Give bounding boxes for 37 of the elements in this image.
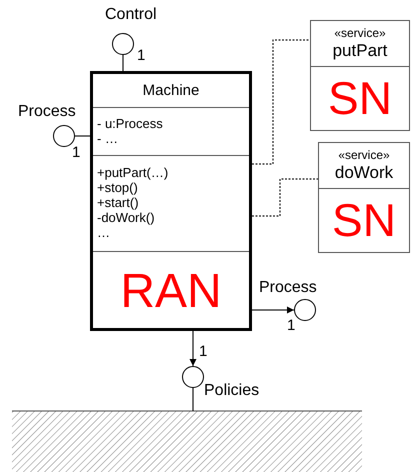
interface-circle: [53, 125, 75, 147]
arrow: [252, 306, 294, 314]
component-label: RAN: [120, 264, 222, 320]
interface-label: Control: [105, 7, 157, 23]
method: +start(): [97, 196, 139, 211]
multiplicity-label: 1: [199, 344, 208, 359]
service-box: [310, 20, 410, 131]
attribute: - u:Process: [97, 116, 163, 132]
service-name: putPart: [332, 40, 388, 60]
dotted-connector: [252, 178, 318, 216]
arrow: [190, 330, 196, 366]
interface-circle: [182, 366, 204, 388]
class-box: [90, 71, 252, 331]
multiplicity-label: 1: [137, 48, 146, 63]
component-label: SN: [328, 72, 392, 125]
class-name: Machine: [142, 82, 200, 100]
interface-label: Process: [259, 280, 317, 296]
stereotype: «service»: [334, 26, 386, 41]
interface-circle: [112, 33, 134, 55]
component-label: SN: [332, 194, 396, 247]
service-name: doWork: [334, 162, 394, 182]
multiplicity-label: 1: [287, 318, 296, 333]
interface-circle: [294, 299, 316, 321]
method: +putPart(…): [97, 166, 168, 182]
connector-line: [122, 54, 124, 72]
method: -doWork(): [97, 210, 155, 226]
method: …: [97, 226, 110, 241]
attribute: - …: [97, 132, 118, 146]
hatched-ground: [12, 410, 362, 472]
method: +stop(): [97, 181, 138, 196]
interface-label: Process: [18, 104, 76, 120]
interface-label: Policies: [204, 383, 260, 399]
dotted-connector: [252, 40, 310, 164]
service-box: [318, 142, 410, 253]
connector-line: [192, 388, 194, 412]
stereotype: «service»: [338, 148, 390, 163]
multiplicity-label: 1: [72, 145, 80, 160]
